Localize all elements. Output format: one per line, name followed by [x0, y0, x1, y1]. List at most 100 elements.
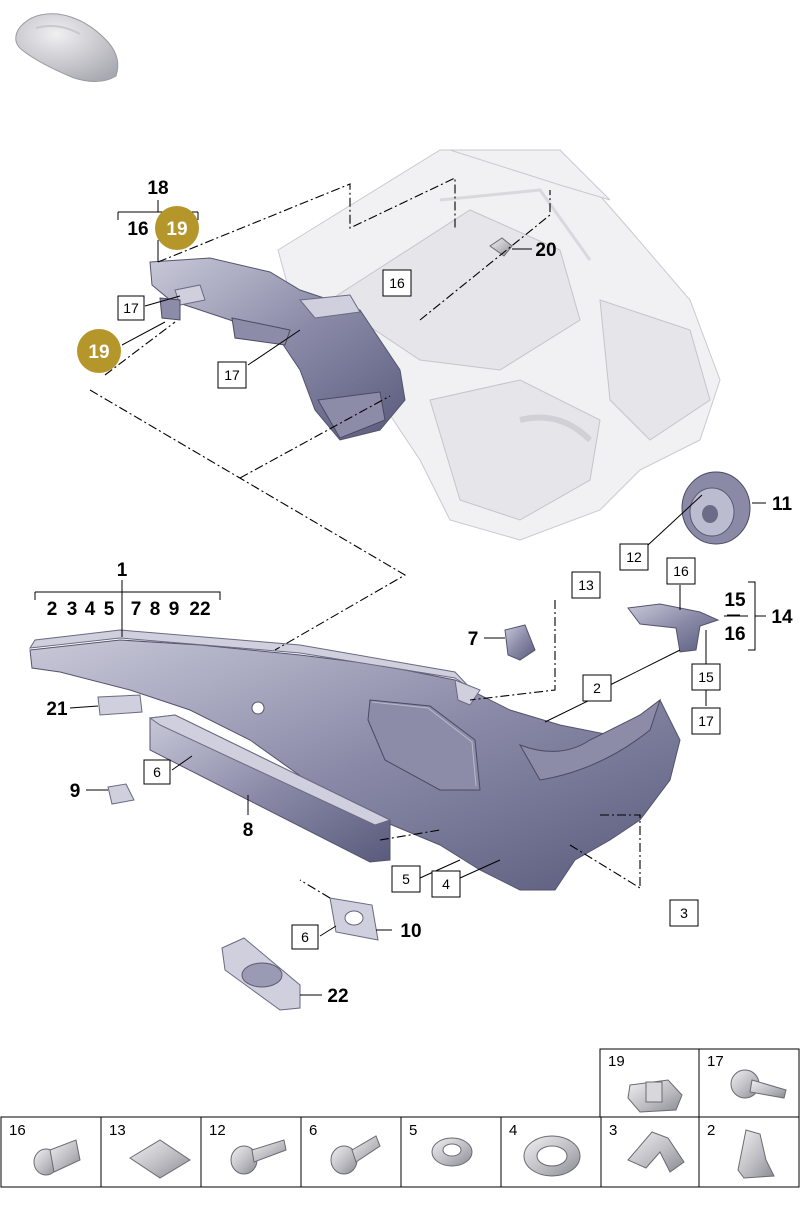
svg-text:17: 17 — [707, 1053, 724, 1070]
fastener-cell-16[interactable]: 16 — [0, 1116, 102, 1188]
spring-nut-icon — [737, 1129, 775, 1179]
lower-rail-illustration — [148, 714, 392, 863]
svg-text:13: 13 — [109, 1122, 126, 1139]
box-callout-17-b[interactable]: 17 — [217, 361, 247, 389]
callout-20: 20 — [535, 240, 556, 261]
box-callout-12[interactable]: 12 — [619, 543, 649, 571]
box-callout-16-mid[interactable]: 16 — [666, 557, 696, 585]
clip-part-20-illustration — [489, 237, 513, 257]
svg-text:12: 12 — [209, 1122, 226, 1139]
highlighted-part-19-left[interactable]: 19 — [77, 329, 121, 373]
callout-9: 9 — [70, 781, 81, 802]
svg-text:6: 6 — [301, 929, 309, 945]
grille-part-22-illustration — [221, 937, 301, 1011]
screw-12-icon — [230, 1139, 287, 1175]
fastener-cell-13[interactable]: 13 — [100, 1116, 202, 1188]
callout-1-sub-3: 3 — [67, 599, 78, 620]
upper-support-bracket-illustration — [149, 257, 406, 441]
callout-7: 7 — [468, 629, 479, 650]
fastener-cell-2[interactable]: 2 — [698, 1116, 800, 1188]
callout-14: 14 — [771, 607, 793, 628]
rivet-icon — [33, 1139, 81, 1176]
side-trim-panel-illustration — [29, 629, 681, 891]
callout-10: 10 — [400, 921, 421, 942]
svg-text:15: 15 — [698, 669, 714, 685]
box-callout-4[interactable]: 4 — [431, 870, 461, 898]
svg-text:17: 17 — [123, 300, 139, 316]
callout-22: 22 — [327, 986, 348, 1007]
fastener-cell-5[interactable]: 5 — [400, 1116, 502, 1188]
svg-text:4: 4 — [509, 1122, 517, 1139]
screw-17-icon — [730, 1069, 787, 1099]
svg-text:4: 4 — [442, 876, 450, 892]
box-callout-16-top[interactable]: 16 — [382, 269, 412, 297]
fastener-cell-19[interactable]: 19 — [599, 1048, 700, 1118]
fastener-cell-6[interactable]: 6 — [300, 1116, 402, 1188]
box-callout-17-a[interactable]: 17 — [117, 295, 145, 321]
box-callout-13[interactable]: 13 — [571, 571, 601, 599]
svg-text:6: 6 — [309, 1122, 317, 1139]
boxed-callouts: 17 17 16 12 13 16 2 15 — [117, 269, 721, 950]
svg-text:3: 3 — [680, 905, 688, 921]
svg-text:17: 17 — [224, 367, 240, 383]
clip-part-21-illustration — [97, 694, 143, 716]
callout-15: 15 — [724, 590, 746, 611]
callout-labels: 1 2 3 4 5 7 8 9 22 18 16 20 11 15 16 14 … — [46, 178, 793, 1007]
box-callout-15[interactable]: 15 — [691, 663, 721, 691]
callout-1-sub-2: 2 — [47, 599, 58, 620]
svg-text:3: 3 — [609, 1122, 617, 1139]
highlight-19-label-2: 19 — [88, 342, 109, 363]
fastener-cell-3[interactable]: 3 — [600, 1116, 700, 1188]
svg-text:2: 2 — [707, 1122, 715, 1139]
callout-21: 21 — [46, 699, 68, 720]
highlighted-part-19-top[interactable]: 19 — [155, 206, 199, 250]
grommet-icon — [431, 1137, 473, 1167]
cap-part-7-illustration — [504, 624, 536, 661]
callout-1-sub-4: 4 — [85, 599, 96, 620]
svg-text:16: 16 — [389, 275, 405, 291]
assembly-reference-lines — [89, 177, 641, 899]
svg-text:12: 12 — [626, 549, 642, 565]
fastener-cell-4[interactable]: 4 — [500, 1116, 602, 1188]
svg-text:19: 19 — [608, 1053, 625, 1070]
callout-1-sub-9: 9 — [169, 599, 180, 620]
callout-8: 8 — [243, 820, 254, 841]
svg-text:5: 5 — [402, 871, 410, 887]
callout-16-right: 16 — [724, 624, 745, 645]
svg-text:5: 5 — [409, 1122, 417, 1139]
callout-18-sub-16: 16 — [127, 219, 148, 240]
callout-1-sub-7: 7 — [131, 599, 142, 620]
spring-clip-icon — [129, 1139, 191, 1179]
speaker-part-11-illustration — [681, 471, 751, 545]
box-callout-5[interactable]: 5 — [391, 865, 421, 893]
svg-text:2: 2 — [593, 680, 601, 696]
vehicle-thumbnail-icon — [15, 13, 119, 82]
svg-text:6: 6 — [153, 764, 161, 780]
box-callout-6-b[interactable]: 6 — [291, 924, 319, 950]
box-callout-17-c[interactable]: 17 — [691, 707, 721, 735]
callout-1: 1 — [117, 560, 128, 581]
svg-text:16: 16 — [673, 563, 689, 579]
clip-part-9-illustration — [107, 783, 135, 805]
fastener-cell-12[interactable]: 12 — [200, 1116, 302, 1188]
screw-6-icon — [330, 1135, 381, 1175]
highlight-19-label: 19 — [166, 219, 187, 240]
svg-text:13: 13 — [578, 577, 594, 593]
box-callout-3[interactable]: 3 — [669, 899, 699, 927]
fastener-cell-17[interactable]: 17 — [698, 1048, 800, 1118]
callout-1-sub-22: 22 — [189, 599, 210, 620]
svg-text:16: 16 — [9, 1122, 26, 1139]
bracket-clip-icon — [627, 1131, 685, 1173]
vehicle-floor-ghost-illustration — [277, 149, 721, 541]
bracket-part-14-illustration — [627, 603, 720, 653]
callout-1-sub-8: 8 — [150, 599, 161, 620]
fasteners-table: 19 17 16 13 — [0, 1048, 800, 1188]
svg-text:17: 17 — [698, 713, 714, 729]
nut-clip-icon — [627, 1079, 683, 1113]
callout-1-sub-5: 5 — [104, 599, 115, 620]
plate-part-10-illustration — [329, 897, 379, 941]
box-callout-6-a[interactable]: 6 — [143, 759, 171, 785]
box-callout-2[interactable]: 2 — [582, 674, 612, 702]
callout-11: 11 — [772, 494, 793, 515]
